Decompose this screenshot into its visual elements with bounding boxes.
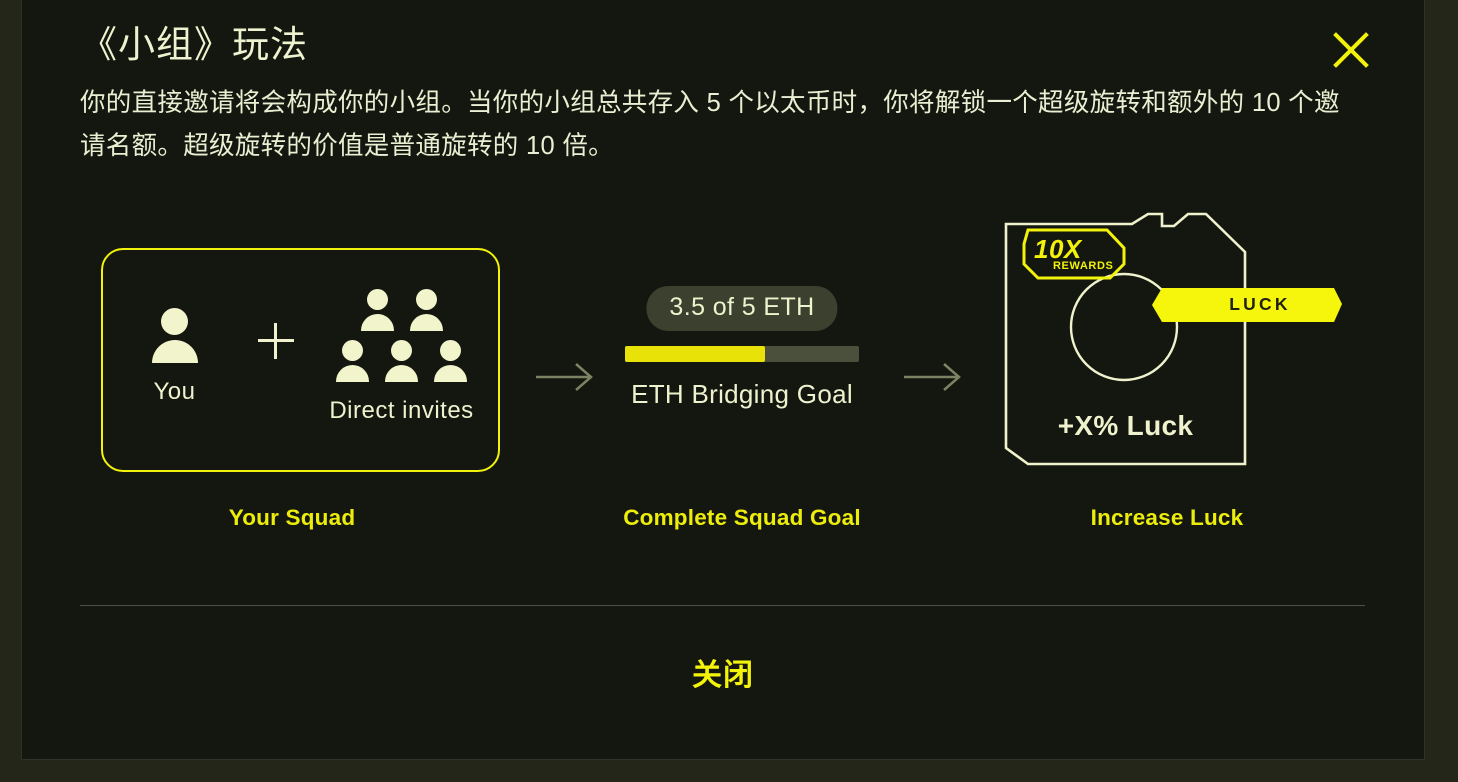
squad-card: You	[101, 248, 500, 472]
eth-progress-badge: 3.5 of 5 ETH	[646, 286, 838, 331]
person-icon	[360, 289, 394, 331]
person-icon	[385, 340, 418, 382]
step-complete-squad-goal: 3.5 of 5 ETH ETH Bridging Goal Complete …	[567, 212, 917, 542]
luck-card-outline	[1004, 212, 1342, 466]
eth-bridging-goal-label: ETH Bridging Goal	[631, 379, 853, 409]
direct-invites-label: Direct invites	[329, 397, 474, 424]
page-title: 《小组》玩法	[80, 24, 308, 65]
luck-tag-label: LUCK	[1229, 294, 1291, 314]
arrow-right-icon	[902, 360, 964, 394]
luck-card: 10X REWARDS LUCK +X% Luck	[1002, 212, 1342, 480]
people-row	[336, 340, 467, 382]
squad-info-modal: 《小组》玩法 你的直接邀请将会构成你的小组。当你的小组总共存入 5 个以太币时，…	[21, 0, 1425, 760]
close-x-icon[interactable]	[1328, 27, 1374, 73]
direct-invites-group: Direct invites	[322, 289, 482, 425]
badge-multiplier-text: 10X	[1034, 234, 1082, 264]
luck-visual: 10X REWARDS LUCK +X% Luck	[952, 212, 1382, 474]
person-icon	[409, 289, 443, 331]
progress-bar-fill	[625, 346, 766, 362]
step-increase-luck: 10X REWARDS LUCK +X% Luck Increase Luck	[952, 212, 1382, 542]
step-caption-increase-luck: Increase Luck	[1090, 505, 1244, 530]
progress-bar-track	[625, 346, 859, 362]
person-icon	[434, 340, 467, 382]
step-caption-your-squad: Your Squad	[228, 505, 356, 530]
people-row	[360, 289, 443, 331]
rewards-multiplier-badge: 10X REWARDS	[1020, 232, 1138, 282]
arrow-right-icon	[534, 360, 596, 394]
modal-description: 你的直接邀请将会构成你的小组。当你的小组总共存入 5 个以太币时，你将解锁一个超…	[80, 89, 1340, 160]
squad-visual: You	[59, 212, 525, 474]
plus-icon	[257, 323, 294, 359]
you-group: You	[120, 308, 230, 406]
step-your-squad: You	[59, 212, 525, 542]
badge-rewards-text: REWARDS	[1053, 260, 1114, 272]
person-icon	[151, 308, 198, 363]
goal-visual: 3.5 of 5 ETH ETH Bridging Goal	[567, 212, 917, 474]
close-button[interactable]: 关闭	[692, 659, 754, 692]
step-caption-complete-squad-goal: Complete Squad Goal	[623, 505, 861, 530]
steps-row: You	[22, 212, 1424, 542]
luck-percent-text: +X% Luck	[1057, 410, 1194, 441]
you-label: You	[153, 378, 196, 405]
person-icon	[336, 340, 369, 382]
footer-divider	[80, 605, 1365, 606]
people-grid	[336, 289, 467, 382]
